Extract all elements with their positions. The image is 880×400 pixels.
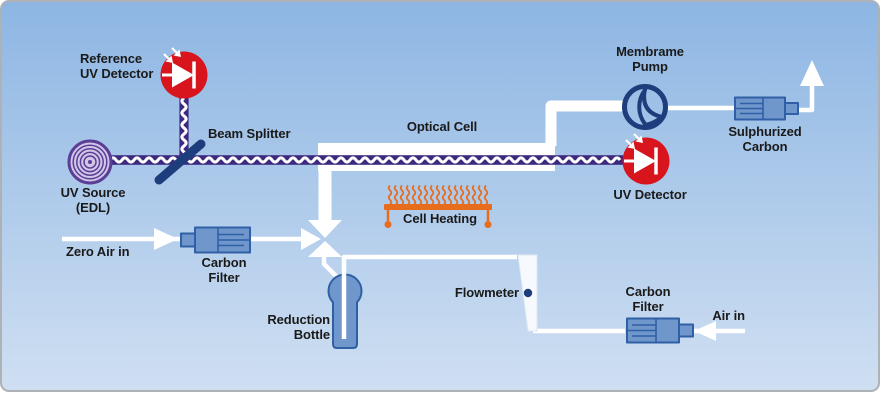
membrane-pump-icon <box>622 84 668 130</box>
source-center-dot <box>88 160 92 164</box>
heater-bar <box>384 204 492 210</box>
reference-photodiode-icon <box>160 47 208 99</box>
label-line: Reduction <box>267 312 330 327</box>
flow-arrow-up-icon <box>308 241 342 257</box>
light-arrowhead <box>173 49 181 57</box>
label-carbon-filter-right: Carbon Filter <box>608 284 688 314</box>
label-uv-source: UV Source (EDL) <box>55 185 131 215</box>
cell-heater-icon <box>384 184 492 228</box>
filter-cartridge-icon <box>734 96 799 121</box>
label-reduction-bottle: Reduction Bottle <box>248 312 330 342</box>
uv-beam-reference <box>179 96 189 160</box>
pump-ring <box>622 84 668 130</box>
filter-nub <box>784 102 799 115</box>
heater-legs <box>386 210 490 221</box>
label-line: Filter <box>208 269 240 285</box>
filter-nub <box>180 232 197 248</box>
bottle-dip-tube-line <box>341 254 517 339</box>
exhaust-arrow-icon <box>800 60 824 86</box>
uv-beam-horizontal <box>108 155 623 165</box>
label-line: Carbon <box>625 284 671 299</box>
filter-inner-lines <box>735 97 764 120</box>
filter-cartridge-icon <box>180 226 251 254</box>
rotameter-flowmeter-icon <box>517 254 538 332</box>
source-ring <box>76 148 104 176</box>
flow-arrow-right-icon <box>301 228 321 250</box>
cell-to-pump-pipe <box>545 100 624 146</box>
heater-terminal-dot <box>484 221 492 228</box>
light-arrowhead <box>635 135 643 143</box>
label-line: UV Detector <box>80 65 154 81</box>
filter-cartridge-icon <box>626 317 694 344</box>
flowmeter-float-dot <box>523 288 533 298</box>
exhaust-line <box>797 85 815 113</box>
filter-inner-lines <box>627 318 657 343</box>
label-membrane-pump: Membrame Pump <box>602 44 698 74</box>
light-arrowhead <box>165 55 173 63</box>
label-beam-splitter: Beam Splitter <box>208 126 291 141</box>
junction-to-bottle-line <box>321 257 339 279</box>
uv-beam-band <box>108 155 623 165</box>
label-air-in: Air in <box>712 308 745 323</box>
flow-arrow-right-icon <box>154 228 178 250</box>
label-line: Reference <box>80 51 142 66</box>
label-line: Carbon <box>742 138 788 154</box>
reduction-bottle-icon <box>327 254 517 349</box>
flow-arrow-left-icon <box>694 321 716 341</box>
source-ring <box>79 151 101 173</box>
label-line: Carbon <box>201 255 247 270</box>
label-reference-uv-detector: Reference UV Detector <box>80 51 154 81</box>
pump-blade <box>643 115 664 127</box>
filter-inner-lines <box>217 227 250 253</box>
label-flowmeter: Flowmeter <box>454 285 519 300</box>
label-optical-cell: Optical Cell <box>406 119 478 134</box>
photodiode-icon <box>622 133 670 185</box>
uv-beam-wave-icon <box>108 156 622 164</box>
pump-blade <box>642 87 664 119</box>
heater-terminal-dot <box>384 221 392 228</box>
gas-tubing <box>62 60 824 341</box>
label-carbon-filter-left: Carbon Filter <box>184 255 264 285</box>
label-line: Pump <box>632 58 668 74</box>
diode-triangle <box>172 62 194 88</box>
source-ring <box>83 155 97 169</box>
light-arrowhead <box>627 141 635 149</box>
label-uv-detector: UV Detector <box>613 187 687 202</box>
label-sulphurized-carbon: Sulphurized Carbon <box>717 124 813 154</box>
beam-splitter-mirror-icon <box>154 139 206 185</box>
flow-arrow-down-icon <box>308 220 342 238</box>
label-line: UV Source <box>60 185 126 200</box>
uv-beam-wave-icon <box>180 96 188 160</box>
label-line: Filter <box>632 298 664 314</box>
source-ring <box>72 144 108 180</box>
uv-source-coil-icon <box>67 139 113 185</box>
label-line: Membrame <box>616 44 684 59</box>
label-zero-air-in: Zero Air in <box>66 244 130 259</box>
heat-waves-icon <box>387 184 489 206</box>
diode-triangle <box>634 148 656 174</box>
label-cell-heating: Cell Heating <box>403 211 477 226</box>
label-line: (EDL) <box>75 199 111 215</box>
label-line: Bottle <box>293 326 330 342</box>
label-line: Sulphurized <box>728 124 802 139</box>
filter-nub <box>678 323 694 338</box>
